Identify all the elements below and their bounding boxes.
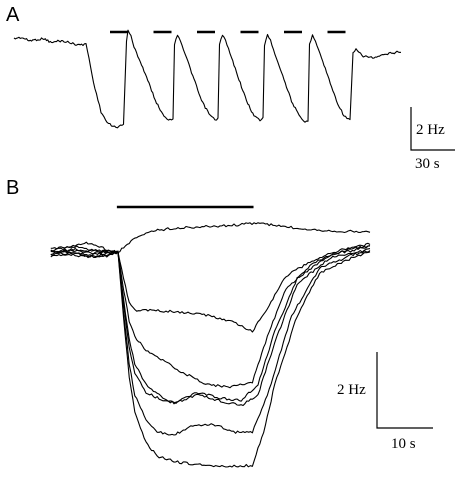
panel-b-scale-bar: 2 Hz 10 s <box>337 352 433 452</box>
panel-b-trace-3 <box>50 241 371 389</box>
panel-a-chart <box>13 29 402 129</box>
panel-b-trace-1 <box>50 222 371 255</box>
panel-a-label: A <box>6 4 20 26</box>
panel-b-label: B <box>6 177 19 199</box>
panel-b-scale-y-label: 2 Hz <box>337 382 366 398</box>
panel-b-chart <box>50 205 371 468</box>
panel-b-trace-5 <box>50 247 371 407</box>
panel-b-scale-x-label: 10 s <box>391 436 416 452</box>
panel-b-trace-4 <box>50 245 371 405</box>
panel-a-scale-bar: 2 Hz 30 s <box>410 107 455 172</box>
panel-b-trace-7 <box>50 251 371 468</box>
panel-a-scale-y-label: 2 Hz <box>416 122 445 138</box>
panel-b-trace-6 <box>50 250 371 436</box>
panel-a-trace <box>13 29 402 129</box>
panel-a-scale-line <box>410 107 455 151</box>
panel-a-scale-x-label: 30 s <box>415 156 440 172</box>
panel-b-trace-2 <box>50 242 371 333</box>
panel-b-scale-line <box>376 352 433 429</box>
